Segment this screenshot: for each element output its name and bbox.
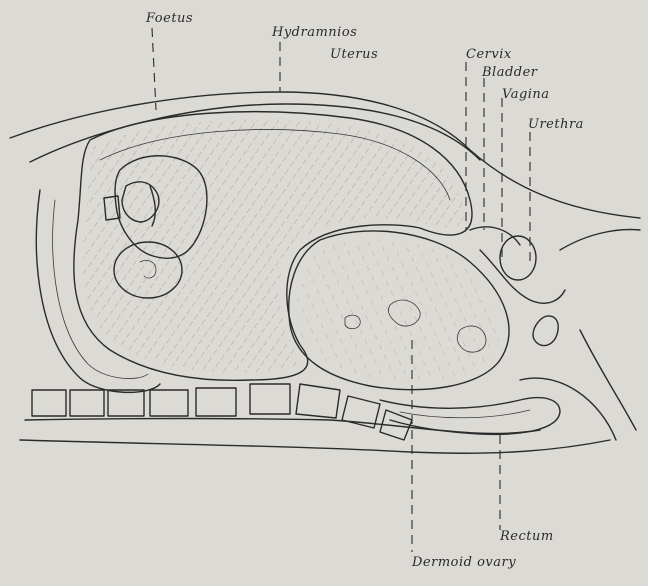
- label-rectum: Rectum: [499, 529, 554, 544]
- label-hydramnios: Hydramnios: [271, 25, 357, 40]
- label-urethra: Urethra: [528, 117, 584, 132]
- label-vagina: Vagina: [502, 87, 550, 102]
- label-foetus: Foetus: [145, 11, 193, 26]
- label-cervix: Cervix: [466, 47, 512, 62]
- label-dermoid-ovary: Dermoid ovary: [411, 555, 516, 570]
- label-uterus: Uterus: [330, 47, 378, 62]
- label-bladder: Bladder: [481, 65, 538, 80]
